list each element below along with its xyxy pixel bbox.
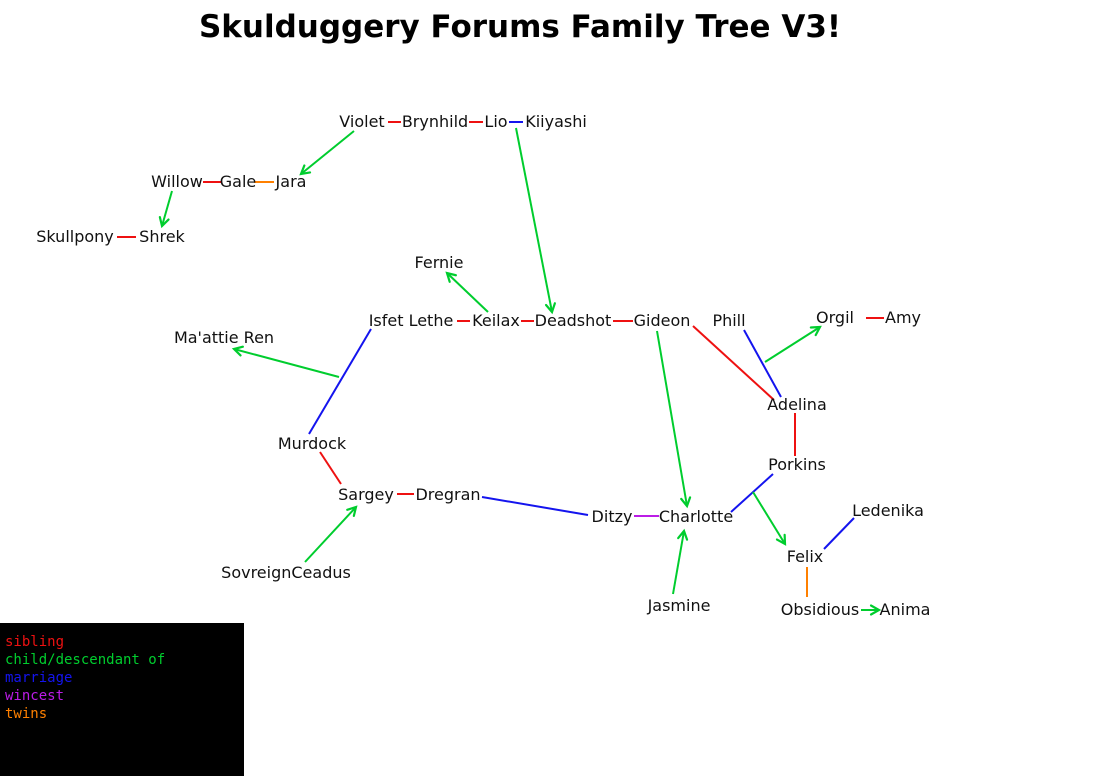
edge-marriage-isfet-lethe-murdock — [308, 328, 372, 435]
node-lio: Lio — [484, 112, 508, 131]
edge-child-sovreignceadus-sargey — [304, 505, 358, 563]
legend: sibling child/descendant of marriage winces… — [0, 623, 244, 776]
edge-sibling-gideon-adelina — [692, 325, 775, 401]
edge-marriage-dregran-ditzy — [481, 496, 589, 516]
legend-item-child: child/descendant of — [5, 652, 166, 668]
node-anima: Anima — [879, 600, 931, 619]
node-deadshot: Deadshot — [534, 311, 612, 330]
edge-child-jasmine-charlotte — [672, 528, 689, 595]
node-charlotte: Charlotte — [658, 507, 734, 526]
edge-child-willow-shrek — [158, 190, 173, 229]
node-sovreignceadus: SovreignCeadus — [221, 563, 351, 582]
node-murdock: Murdock — [277, 434, 347, 453]
node-kiiyashi: Kiiyashi — [525, 112, 587, 131]
node-felix: Felix — [786, 547, 824, 566]
node-phill: Phill — [712, 311, 746, 330]
edge-child-gideon-charlotte — [656, 330, 692, 509]
node-shrek: Shrek — [139, 227, 185, 246]
node-jasmine: Jasmine — [647, 596, 711, 615]
edge-marriage-porkins-charlotte — [730, 473, 774, 513]
node-gideon: Gideon — [633, 311, 691, 330]
node-amy: Amy — [885, 308, 921, 327]
node-keilax: Keilax — [472, 311, 520, 330]
edge-marriage-ledenika-felix — [823, 517, 855, 550]
edge-child-murdock-maattie-ren — [231, 345, 340, 378]
node-skullpony: Skullpony — [36, 227, 114, 246]
node-ledenika: Ledenika — [852, 501, 924, 520]
legend-item-sibling: sibling — [5, 634, 65, 650]
node-dregran: Dregran — [415, 485, 481, 504]
legend-item-marriage: marriage — [5, 670, 73, 686]
node-maattie-ren: Ma'attie Ren — [173, 328, 275, 347]
node-adelina: Adelina — [767, 395, 827, 414]
edge-child-phill-orgil — [764, 325, 822, 363]
node-porkins: Porkins — [768, 455, 826, 474]
legend-item-twins: twins — [5, 706, 48, 722]
edge-marriage-phill-adelina — [743, 329, 782, 398]
node-ditzy: Ditzy — [591, 507, 633, 526]
legend-item-wincest: wincest — [5, 688, 65, 704]
node-obsidious: Obsidious — [780, 600, 860, 619]
legend-items: sibling child/descendant of marriage winces… — [5, 633, 244, 723]
edge-child-violet-jara — [299, 130, 355, 176]
node-gale: Gale — [219, 172, 257, 191]
edge-child-keilax-fernie — [445, 271, 489, 313]
node-isfet-lethe: Isfet Lethe — [368, 311, 454, 330]
edge-child-porkins-felix — [752, 491, 787, 546]
edge-child-lio-deadshot — [515, 127, 556, 315]
node-jara: Jara — [275, 172, 307, 191]
node-willow: Willow — [151, 172, 203, 191]
node-orgil: Orgil — [816, 308, 854, 327]
node-fernie: Fernie — [414, 253, 464, 272]
node-sargey: Sargey — [338, 485, 394, 504]
page-title: Skulduggery Forums Family Tree V3! — [198, 9, 842, 45]
edge-sibling-murdock-sargey — [319, 451, 342, 485]
node-brynhild: Brynhild — [401, 112, 469, 131]
node-violet: Violet — [339, 112, 385, 131]
